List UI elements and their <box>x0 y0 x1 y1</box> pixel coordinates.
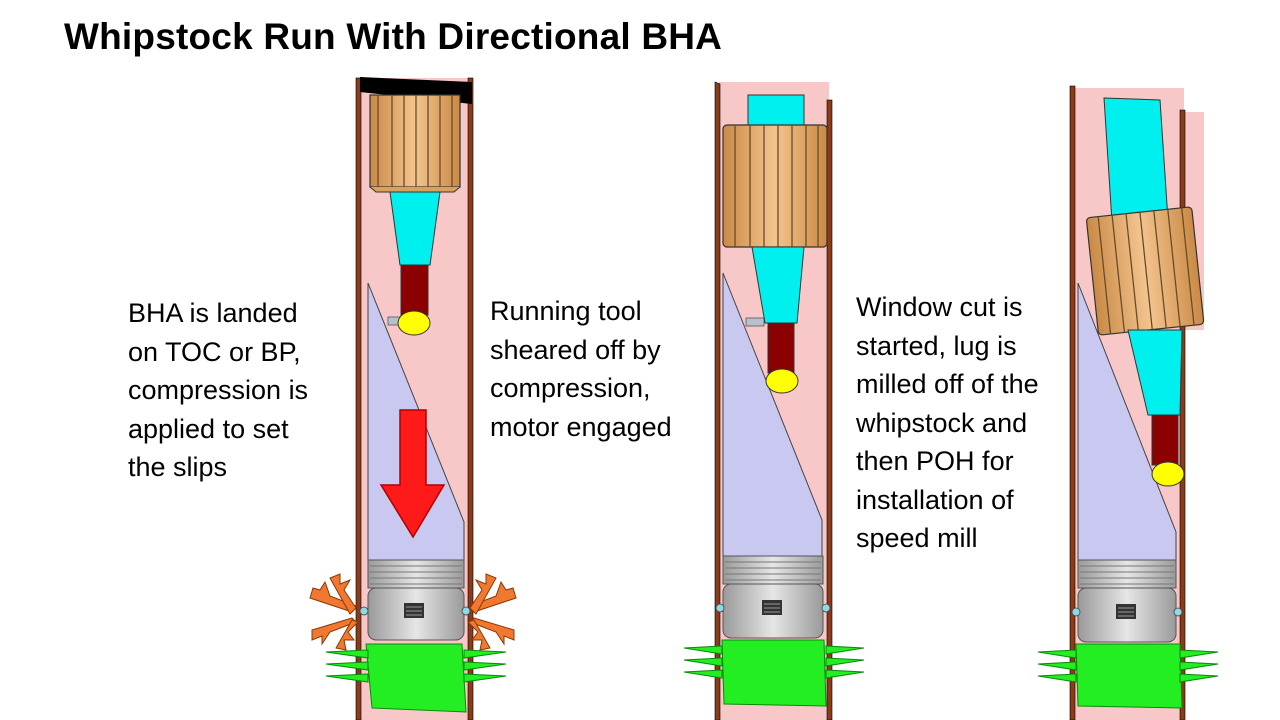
slip-assembly <box>359 559 471 641</box>
motor-cone <box>751 246 805 324</box>
caption-line: whipstock and <box>856 407 1028 438</box>
motor-upper <box>1103 97 1169 223</box>
caption-line: speed mill <box>856 523 978 553</box>
caption-line: motor engaged <box>490 411 672 442</box>
motor-cone <box>1127 329 1183 416</box>
anchor-slips <box>683 639 865 707</box>
step-1-caption: BHA is landed on TOC or BP, compression … <box>128 294 308 487</box>
casing-left-wall <box>1069 85 1076 720</box>
stage-1-landing <box>309 77 517 720</box>
anchor-slips <box>325 643 507 713</box>
anchor-slips <box>1037 643 1219 709</box>
starter-mill <box>722 124 828 248</box>
down-arrow-icon <box>379 409 446 539</box>
slip-assembly <box>715 555 831 639</box>
caption-line: the slips <box>128 452 228 482</box>
casing-right-wall <box>1179 109 1186 720</box>
slip-assembly <box>1071 559 1183 643</box>
caption-line: applied to set <box>128 413 289 444</box>
bit-sub <box>400 264 429 316</box>
whipstock-lug <box>745 317 765 327</box>
caption-line: sheared off by <box>490 334 661 365</box>
starter-mill <box>369 94 461 193</box>
starter-mill <box>1086 206 1205 336</box>
caption-line: BHA is landed <box>128 298 298 328</box>
bit-sub <box>767 322 795 374</box>
caption-line: compression is <box>128 375 309 405</box>
stage-3-window-cut <box>1037 85 1219 720</box>
lug-marker <box>1151 461 1185 487</box>
bit-sub <box>1151 414 1179 466</box>
motor-cone <box>389 191 441 266</box>
caption-line: then POH for <box>856 446 1014 476</box>
caption-line: compression, <box>490 373 651 403</box>
burst-arrows-icon <box>309 573 517 651</box>
caption-line: on TOC or BP, <box>128 336 301 367</box>
casing-left-wall <box>714 81 721 720</box>
caption-line: started, lug is <box>856 330 1017 361</box>
lug-marker <box>397 310 431 336</box>
casing-left-wall <box>355 77 362 720</box>
caption-line: Window cut is <box>856 292 1023 322</box>
caption-line: installation of <box>856 484 1014 515</box>
casing-right-wall <box>826 99 833 720</box>
step-3-caption: Window cut is started, lug is milled off… <box>856 288 1039 558</box>
step-2-caption: Running tool sheared off by compression,… <box>490 292 672 446</box>
casing-right-wall <box>467 77 474 720</box>
page-title: Whipstock Run With Directional BHA <box>64 16 723 57</box>
lug-marker <box>765 368 799 394</box>
caption-line: milled off of the <box>856 369 1039 399</box>
motor-upper <box>747 94 805 126</box>
caption-line: Running tool <box>490 296 642 326</box>
stage-2-shear <box>683 81 865 720</box>
